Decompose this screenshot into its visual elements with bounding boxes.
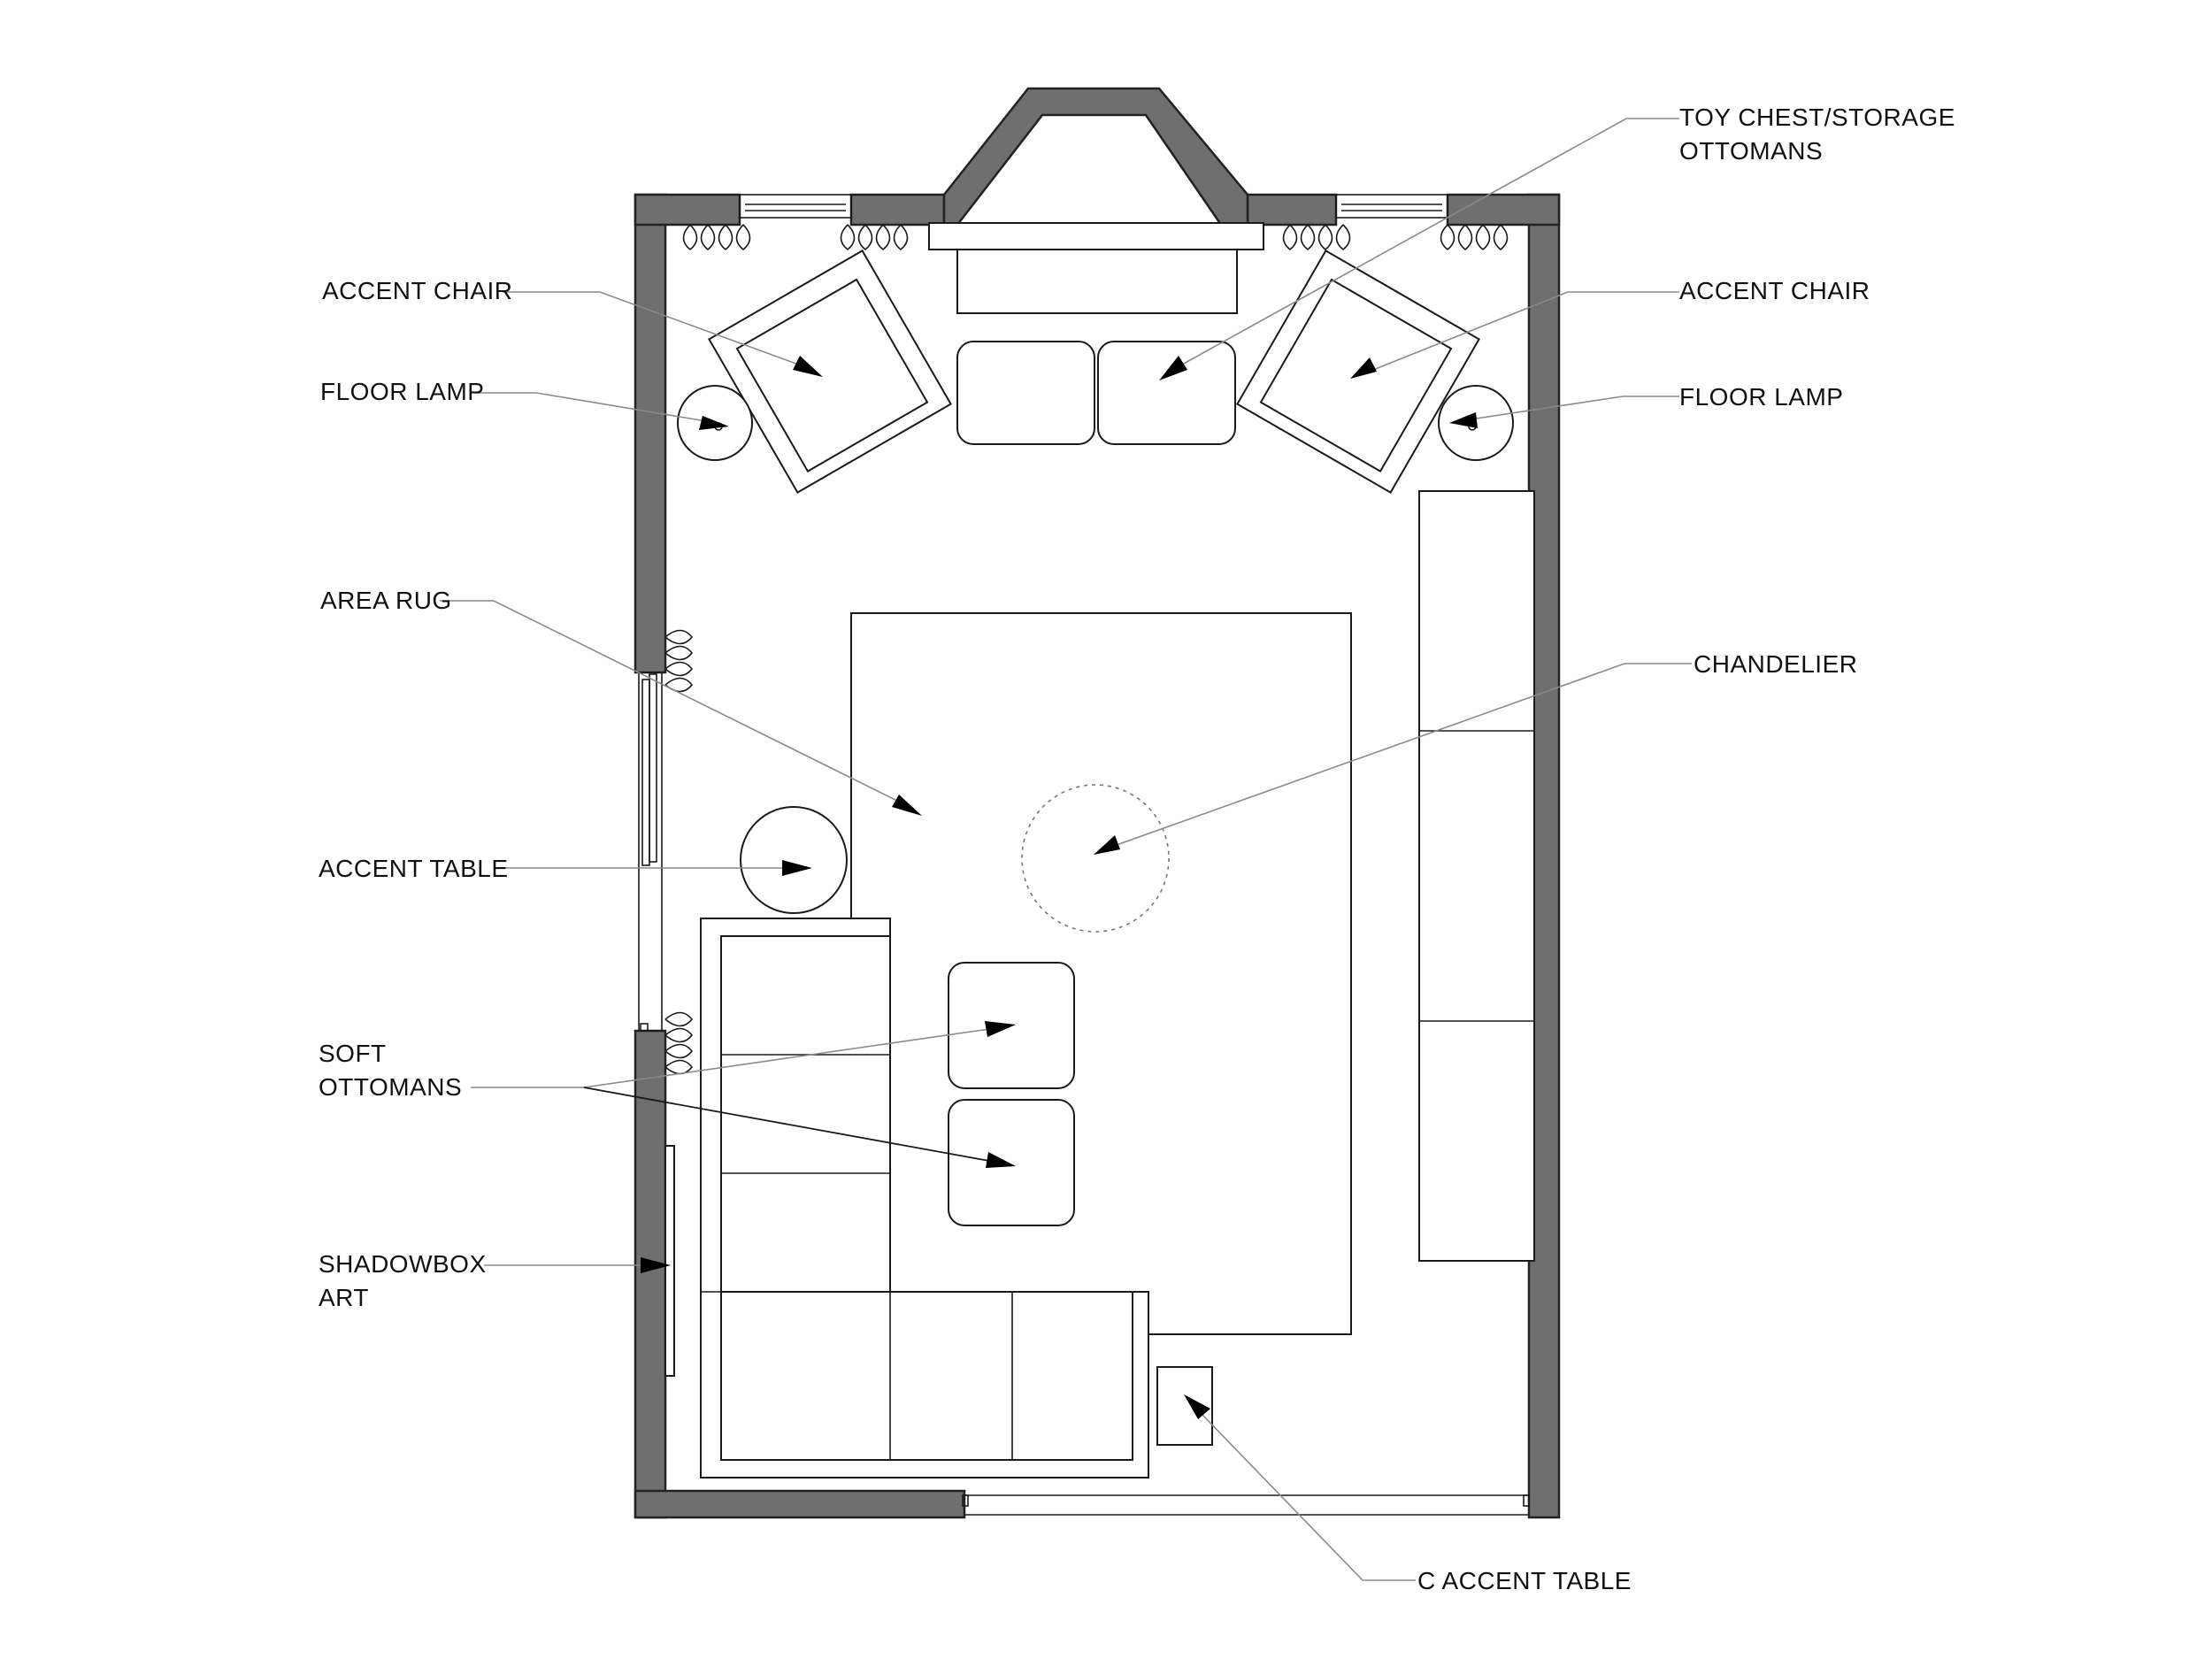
leaders [440, 118, 1692, 1581]
arrow-accent-table [782, 860, 812, 876]
wall-left-lower [634, 1029, 667, 1519]
wall-top-left-mid [849, 193, 946, 227]
arrow-c-accent-table [1184, 1394, 1210, 1419]
wall-left-upper [634, 193, 667, 674]
drape-top-3 [1282, 224, 1351, 251]
fireplace-mantel [928, 222, 1264, 250]
drape-left-upper [664, 629, 694, 693]
chandelier [1021, 784, 1170, 933]
label-shadowbox-1: SHADOWBOX [319, 1250, 487, 1278]
arrow-accent-chair-left [793, 356, 823, 377]
arrow-toy-chest [1159, 356, 1187, 380]
label-accent-table: ACCENT TABLE [319, 855, 509, 882]
drape-left-lower [664, 1011, 694, 1075]
wall-top-left [634, 193, 741, 227]
arrow-shadowbox [641, 1257, 671, 1273]
arrow-soft-ottoman-top [985, 1021, 1016, 1037]
sectional-sofa [700, 918, 1149, 1479]
arrow-soft-ottoman-bottom [986, 1152, 1016, 1168]
label-floor-lamp-right: FLOOR LAMP [1679, 383, 1843, 411]
window-left [638, 672, 663, 1032]
fireplace-hearth [956, 249, 1238, 314]
walls [634, 87, 1561, 1519]
accent-chair-left [708, 250, 952, 494]
arrow-area-rug [892, 795, 922, 816]
storage-ottoman-left [956, 341, 1095, 445]
drapes [664, 224, 1509, 1075]
area-rug [850, 612, 1352, 1335]
label-floor-lamp-left: FLOOR LAMP [320, 378, 484, 405]
label-soft-ottomans-1: SOFT [319, 1040, 387, 1067]
label-accent-chair-right: ACCENT CHAIR [1679, 277, 1870, 304]
label-area-rug: AREA RUG [320, 587, 452, 614]
wall-bottom [634, 1489, 966, 1519]
drape-top-1 [682, 224, 751, 251]
label-c-accent-table: C ACCENT TABLE [1417, 1567, 1632, 1594]
label-toy-chest-1: TOY CHEST/STORAGE [1679, 104, 1955, 131]
openings [638, 194, 1530, 1516]
wall-top-right [1446, 193, 1561, 227]
arrow-floor-lamp-left [699, 416, 729, 430]
fireplace-chimney [942, 87, 1249, 227]
shadowbox-art [664, 1145, 675, 1377]
label-toy-chest-2: OTTOMANS [1679, 137, 1823, 165]
drape-top-2 [840, 224, 909, 251]
soft-ottoman-bottom [948, 1099, 1075, 1226]
right-bench [1418, 490, 1535, 1262]
label-soft-ottomans-2: OTTOMANS [319, 1073, 462, 1101]
storage-ottoman-right [1097, 341, 1236, 445]
label-shadowbox-2: ART [319, 1284, 369, 1311]
label-chandelier: CHANDELIER [1694, 650, 1857, 678]
label-accent-chair-left: ACCENT CHAIR [322, 277, 513, 304]
accent-table [740, 806, 848, 914]
arrow-floor-lamp-right [1449, 412, 1478, 428]
wall-top-right-mid [1246, 193, 1338, 227]
labels: ACCENT CHAIR FLOOR LAMP AREA RUG ACCENT … [319, 104, 1955, 1594]
arrow-chandelier [1094, 835, 1120, 855]
arrow-accent-chair-right [1350, 357, 1377, 379]
drape-top-4 [1440, 224, 1509, 251]
window-top-left [739, 194, 852, 219]
window-top-right [1335, 194, 1448, 219]
